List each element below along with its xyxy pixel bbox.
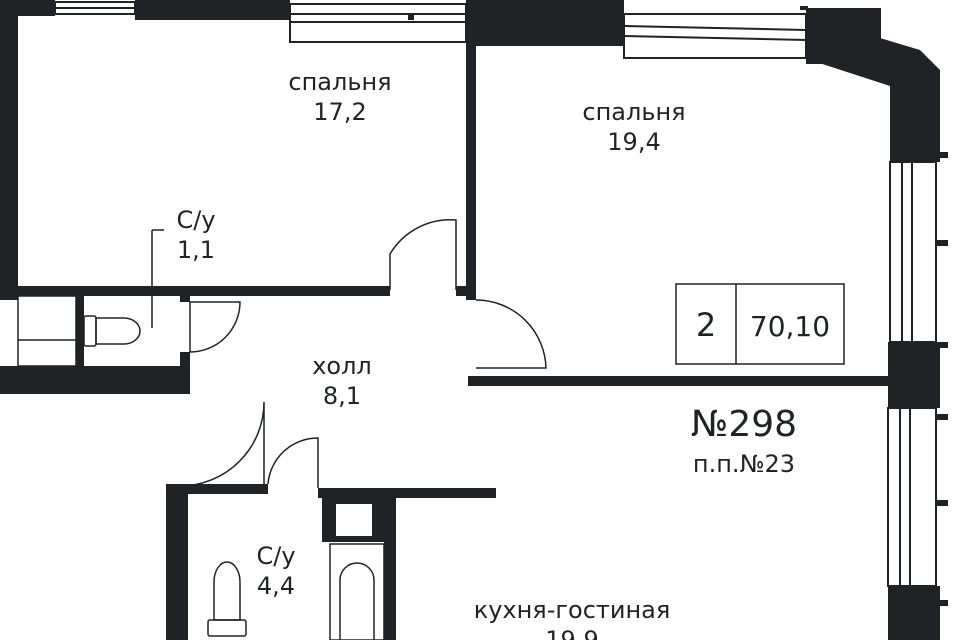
doors (179, 219, 547, 488)
shaft-inner (336, 504, 372, 536)
total-area: 70,10 (750, 310, 830, 343)
wall-right-middle-pier (888, 342, 940, 408)
info-box: 2 70,10 (675, 283, 845, 365)
wc-large-name: С/у (256, 542, 295, 570)
wall-bedroom1-bottom (0, 286, 390, 296)
windows (54, 1, 937, 587)
wall-wc-large-left (166, 484, 188, 640)
door-wc-small (189, 301, 241, 353)
wc-large-area: 4,4 (257, 572, 295, 600)
wall-right-upper (806, 16, 940, 162)
wall-wc-small-right (180, 294, 190, 302)
hall-name: холл (312, 352, 372, 380)
window-right-2 (887, 407, 937, 587)
wall-wc-kitchen-divider (384, 488, 396, 640)
wall-top-segment-3 (466, 0, 624, 46)
bedroom1-area: 17,2 (313, 98, 366, 126)
wall-wc-large-top-left (186, 484, 268, 494)
fixtures (17, 229, 385, 640)
walls (0, 0, 940, 640)
wc-small-area: 1,1 (177, 236, 215, 264)
wall-wc-large-top-right (318, 488, 496, 498)
bedroom2-area: 19,4 (607, 128, 660, 156)
wall-bedroom2-bottom (468, 376, 890, 386)
kitchen-area: 19,9 (545, 626, 598, 640)
bedroom2-name: спальня (582, 98, 685, 126)
bathtub (329, 543, 385, 640)
kitchen-name: кухня-гостиная (474, 596, 671, 624)
info-box-frame (675, 283, 845, 365)
wall-top-left-corner (0, 0, 18, 300)
apartment-number: №298 (691, 404, 797, 445)
room-labels: спальня 17,2 спальня 19,4 С/у 1,1 холл 8… (176, 68, 685, 640)
wall-bedroom1-bottom-right (456, 286, 476, 296)
door-hall-entrance (179, 401, 265, 487)
wall-right-lower (888, 586, 940, 640)
hall-area: 8,1 (323, 382, 361, 410)
wall-storage-bottom (0, 366, 190, 394)
window-ticks (408, 6, 948, 606)
building-number: п.п.№23 (693, 450, 795, 478)
bedroom1-name: спальня (288, 68, 391, 96)
storage-left (17, 295, 77, 367)
toilet-small (83, 315, 141, 347)
wc-small-name: С/у (176, 206, 215, 234)
wall-top-segment-1 (0, 0, 55, 16)
door-wc-large (267, 437, 319, 488)
wall-bedrooms-divider (466, 40, 476, 300)
wall-wc-small-left (76, 286, 84, 382)
wall-top-segment-2 (135, 0, 290, 20)
door-bedroom2 (475, 299, 547, 369)
toilet-large (207, 561, 247, 637)
rooms-count: 2 (696, 306, 716, 344)
door-bedroom1 (389, 219, 457, 290)
